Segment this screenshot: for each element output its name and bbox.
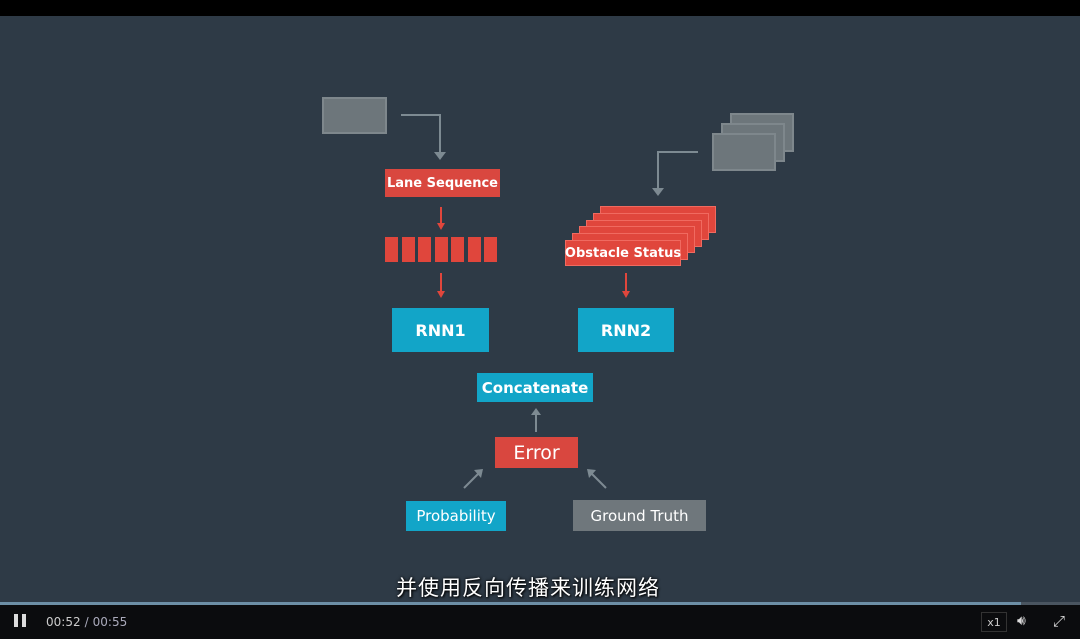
current-time: 00:52 xyxy=(46,615,81,629)
time-separator: / xyxy=(84,615,89,629)
obstacle-status-box: Obstacle Status xyxy=(565,240,681,266)
probability-box: Probability xyxy=(406,501,506,531)
progress-bar[interactable] xyxy=(0,602,1080,605)
player-controls: 00:52 / 00:55 x1 🔊︎ ⤢ xyxy=(0,605,1080,639)
duration: 00:55 xyxy=(92,615,128,629)
rnn1-box: RNN1 xyxy=(392,308,489,352)
volume-icon[interactable]: 🔊︎ xyxy=(1017,613,1026,629)
video-frame[interactable] xyxy=(0,16,1080,604)
progress-fill xyxy=(0,602,1021,605)
fullscreen-icon[interactable]: ⤢ xyxy=(1053,612,1066,630)
ground-truth-box: Ground Truth xyxy=(573,500,706,531)
speed-button[interactable]: x1 xyxy=(981,612,1007,632)
rnn2-box: RNN2 xyxy=(578,308,674,352)
subtitle: 并使用反向传播来训练网络 xyxy=(396,576,660,600)
lane-sequence-box: Lane Sequence xyxy=(385,169,500,197)
obstacle-image-stack-layer xyxy=(712,133,776,171)
pause-icon[interactable] xyxy=(14,614,26,627)
input-image-placeholder xyxy=(322,97,387,134)
error-box: Error xyxy=(495,437,578,468)
concatenate-box: Concatenate xyxy=(477,373,593,402)
